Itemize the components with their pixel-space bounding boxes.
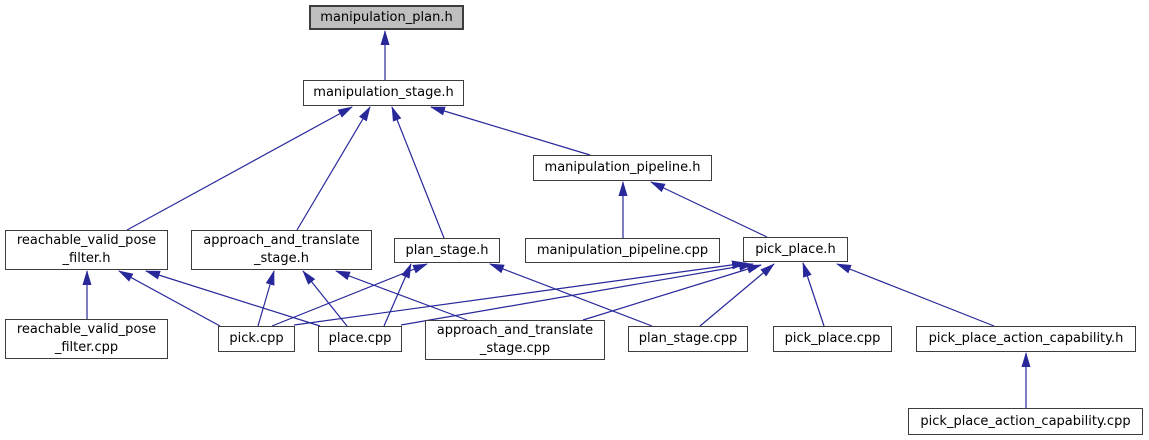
node-label-line: pick_place_action_capability.h [928, 331, 1124, 346]
node-label-line: plan_stage.cpp [638, 331, 738, 346]
edge-pick_place_action_capability_h-to-pick_place_h [836, 263, 995, 327]
edge-place_cpp-to-approach_and_translate_stage_h [302, 270, 348, 327]
node-label-line: manipulation_stage.h [313, 85, 454, 100]
graph-node-manipulation-plan-h[interactable]: manipulation_plan.h [309, 5, 464, 30]
graph-node-approach-and-translate-stage-h[interactable]: approach_and_translate _stage.h [191, 230, 372, 270]
node-label-line: approach_and_translate [436, 323, 594, 338]
node-label-line: reachable_valid_pose [16, 233, 157, 248]
edge-pick_place_h-to-manipulation_pipeline_h [650, 181, 768, 238]
edge-approach_and_translate_stage_h-to-manipulation_stage_h [296, 106, 371, 231]
node-label-line: pick_place.cpp [784, 331, 881, 346]
node-label-line: manipulation_pipeline.h [544, 160, 701, 175]
edge-plan_stage_cpp-to-pick_place_h [699, 263, 775, 327]
edge-pick_cpp-to-reachable_valid_pose_filter_h [118, 270, 221, 327]
node-label-line: _filter.h [62, 251, 111, 266]
node-label-line: manipulation_pipeline.cpp [536, 242, 709, 258]
edge-pick_cpp-to-plan_stage_h [271, 263, 428, 327]
graph-node-place-cpp[interactable]: place.cpp [318, 326, 402, 352]
node-label-line: plan_stage.h [405, 242, 489, 258]
node-label-line: manipulation_plan.h [320, 9, 453, 25]
graph-node-pick-place-cpp[interactable]: pick_place.cpp [773, 326, 892, 352]
edge-place_cpp-to-pick_place_h [400, 261, 754, 326]
graph-node-manipulation-pipeline-cpp[interactable]: manipulation_pipeline.cpp [525, 238, 720, 263]
graph-node-pick-cpp[interactable]: pick.cpp [218, 326, 295, 352]
graph-node-manipulation-stage-h[interactable]: manipulation_stage.h [303, 80, 464, 106]
graph-node-reachable-valid-pose-filter-h[interactable]: reachable_valid_pose _filter.h [5, 230, 168, 270]
edge-manipulation_pipeline_h-to-manipulation_stage_h [430, 106, 591, 156]
edge-pick_cpp-to-approach_and_translate_stage_h [257, 270, 275, 327]
graph-node-manipulation-pipeline-h[interactable]: manipulation_pipeline.h [533, 155, 712, 181]
node-label-line: _stage.cpp [479, 341, 551, 356]
node-label-line: pick_place.h [755, 241, 836, 257]
node-label-line: _stage.h [254, 251, 309, 266]
graph-node-pick-place-h[interactable]: pick_place.h [743, 237, 848, 262]
edge-place_cpp-to-reachable_valid_pose_filter_h [145, 270, 321, 327]
graph-node-approach-and-translate-stage-cpp[interactable]: approach_and_translate _stage.cpp [425, 320, 605, 360]
edge-plan_stage_h-to-manipulation_stage_h [391, 106, 445, 239]
edge-place_cpp-to-plan_stage_h [383, 263, 412, 327]
graph-node-pick-place-action-capability-h[interactable]: pick_place_action_capability.h [916, 326, 1136, 352]
node-label-line: pick_place_action_capability.cpp [920, 413, 1131, 429]
graph-node-reachable-valid-pose-filter-cpp[interactable]: reachable_valid_pose _filter.cpp [5, 319, 168, 359]
node-label-line: reachable_valid_pose [16, 322, 157, 337]
edge-pick_place_cpp-to-pick_place_h [802, 262, 825, 327]
edge-reachable_valid_pose_filter_h-to-manipulation_stage_h [126, 106, 353, 231]
node-label-line: place.cpp [328, 331, 392, 346]
graph-node-pick-place-action-capability-cpp[interactable]: pick_place_action_capability.cpp [908, 408, 1143, 435]
edge-pick_cpp-to-pick_place_h [293, 260, 747, 326]
node-label-line: _filter.cpp [54, 340, 119, 355]
graph-node-plan-stage-h[interactable]: plan_stage.h [394, 238, 500, 263]
node-label-line: pick.cpp [229, 331, 284, 346]
node-label-line: approach_and_translate [203, 233, 360, 248]
edge-approach_and_translate_stage_cpp-to-approach_and_translate_stage_h [335, 270, 468, 321]
edge-approach_and_translate_stage_cpp-to-pick_place_h [582, 264, 762, 321]
graph-node-plan-stage-cpp[interactable]: plan_stage.cpp [628, 326, 748, 352]
